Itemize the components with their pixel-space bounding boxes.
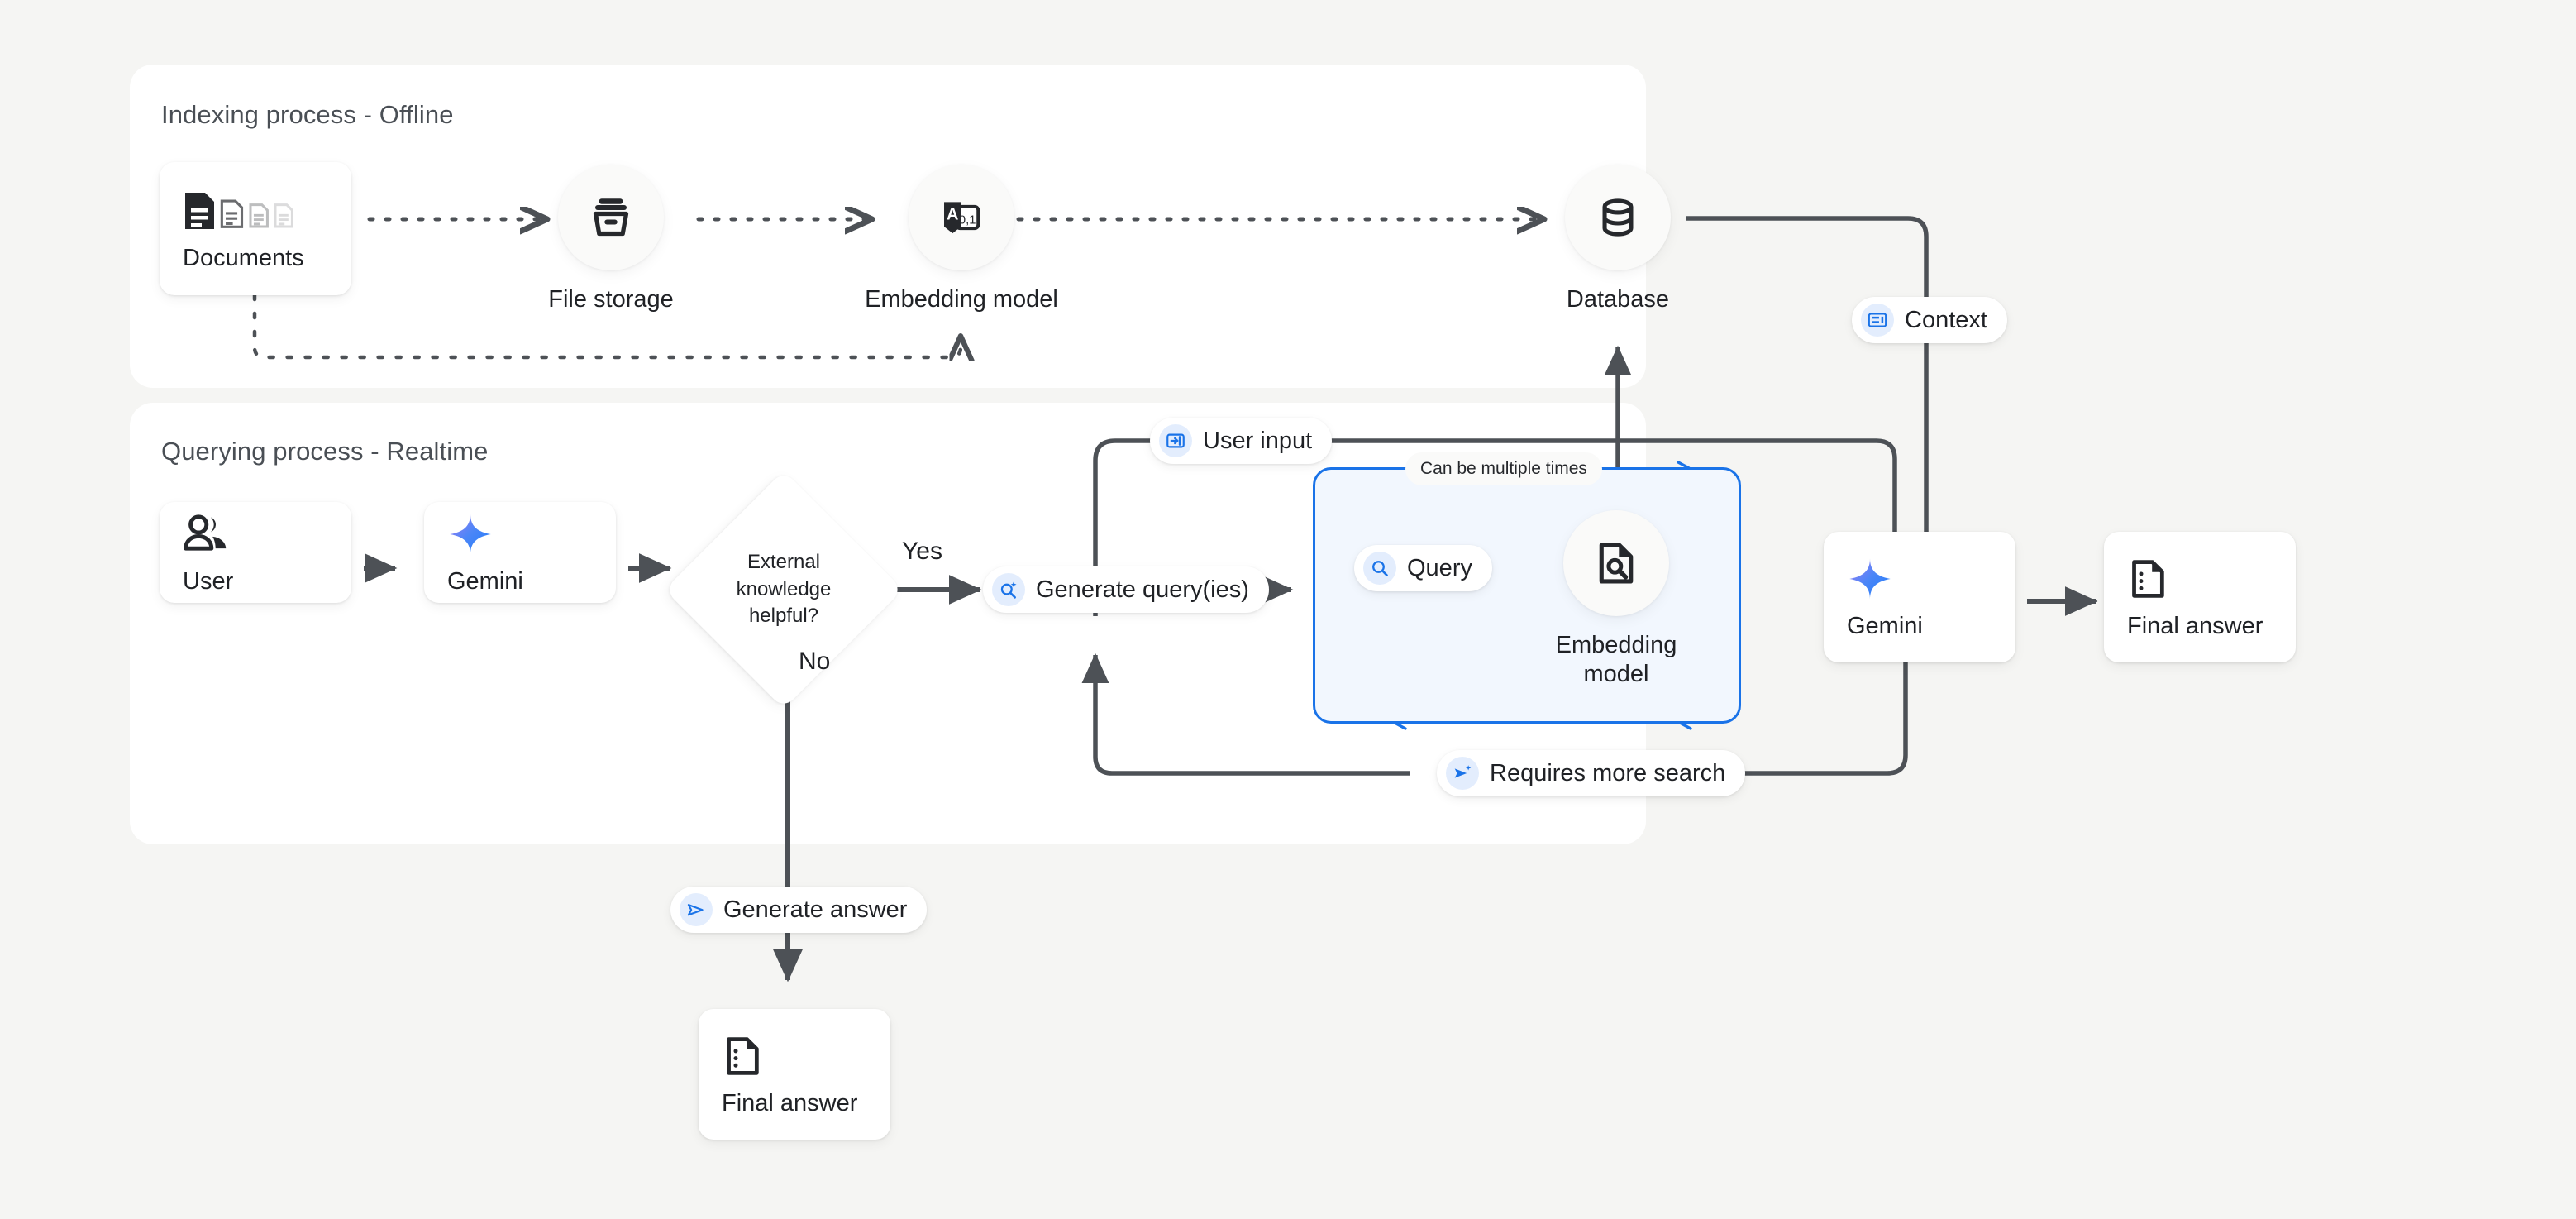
edge-label-yes: Yes	[902, 538, 942, 565]
node-user-label: User	[183, 568, 234, 595]
node-database[interactable]	[1565, 165, 1671, 270]
node-final-answer-bottom-label: Final answer	[722, 1090, 858, 1117]
pill-generate-answer-label: Generate answer	[723, 896, 908, 923]
node-final-answer-right[interactable]: Final answer	[2104, 532, 2296, 662]
edge-label-no: No	[799, 648, 831, 675]
loop-box-label: Can be multiple times	[1405, 452, 1602, 485]
search-icon	[1363, 552, 1396, 585]
send-sparkle-icon	[1446, 757, 1479, 790]
pill-user-input-label: User input	[1203, 427, 1313, 454]
pill-query[interactable]: Query	[1354, 545, 1492, 591]
node-gemini-right[interactable]: Gemini	[1824, 532, 2015, 662]
pill-user-input[interactable]: User input	[1150, 418, 1333, 464]
node-documents-label: Documents	[183, 244, 304, 271]
documents-icon	[183, 185, 351, 237]
pill-requires-more-search-label: Requires more search	[1490, 759, 1726, 786]
gemini-sparkle-icon	[447, 509, 616, 560]
node-embedding-model-label: Embedding model	[865, 286, 1058, 313]
text-to-vector-icon: 0,1 A	[944, 202, 980, 234]
node-documents[interactable]: Documents	[160, 162, 351, 295]
node-final-answer-bottom[interactable]: Final answer	[699, 1009, 890, 1140]
node-database-label: Database	[1566, 286, 1670, 313]
gemini-sparkle-icon	[1847, 553, 2015, 605]
node-gemini-right-label: Gemini	[1847, 613, 1923, 640]
node-user[interactable]: User	[160, 502, 351, 603]
pill-context-label: Context	[1905, 306, 1987, 333]
pill-generate-answer[interactable]: Generate answer	[670, 887, 928, 933]
pill-query-label: Query	[1407, 554, 1472, 581]
pill-generate-queries-label: Generate query(ies)	[1036, 576, 1249, 603]
node-file-storage-label: File storage	[548, 286, 674, 313]
node-gemini-left[interactable]: Gemini	[424, 502, 616, 603]
svg-text:0,1: 0,1	[959, 214, 976, 227]
pill-requires-more-search[interactable]: Requires more search	[1437, 750, 1746, 796]
panel-indexing-title: Indexing process - Offline	[161, 100, 454, 129]
context-panel-icon	[1861, 304, 1894, 337]
user-group-icon	[183, 509, 351, 560]
login-arrow-icon	[1159, 424, 1192, 457]
send-icon	[680, 893, 713, 926]
answer-document-icon	[722, 1030, 890, 1082]
pill-context[interactable]: Context	[1852, 297, 2007, 343]
decision-label: External knowledge helpful?	[736, 551, 832, 628]
node-embedding-model-query[interactable]	[1563, 510, 1669, 616]
pill-generate-queries[interactable]: Generate query(ies)	[983, 566, 1269, 613]
node-gemini-left-label: Gemini	[447, 568, 523, 595]
node-embedding-model-query-label: Embedding model	[1555, 632, 1677, 687]
search-sparkle-icon	[992, 573, 1025, 606]
archive-box-icon	[593, 198, 629, 237]
database-icon	[1602, 198, 1634, 237]
svg-text:A: A	[947, 205, 958, 223]
panel-querying-title: Querying process - Realtime	[161, 437, 489, 466]
node-file-storage[interactable]	[558, 165, 664, 270]
node-final-answer-right-label: Final answer	[2127, 613, 2264, 640]
loop-container-multiple-times	[1313, 467, 1741, 724]
node-decision-external-knowledge[interactable]: External knowledge helpful?	[664, 470, 904, 710]
document-search-icon	[1599, 543, 1634, 584]
node-embedding-model[interactable]: 0,1 A	[909, 165, 1014, 270]
answer-document-icon	[2127, 553, 2296, 605]
